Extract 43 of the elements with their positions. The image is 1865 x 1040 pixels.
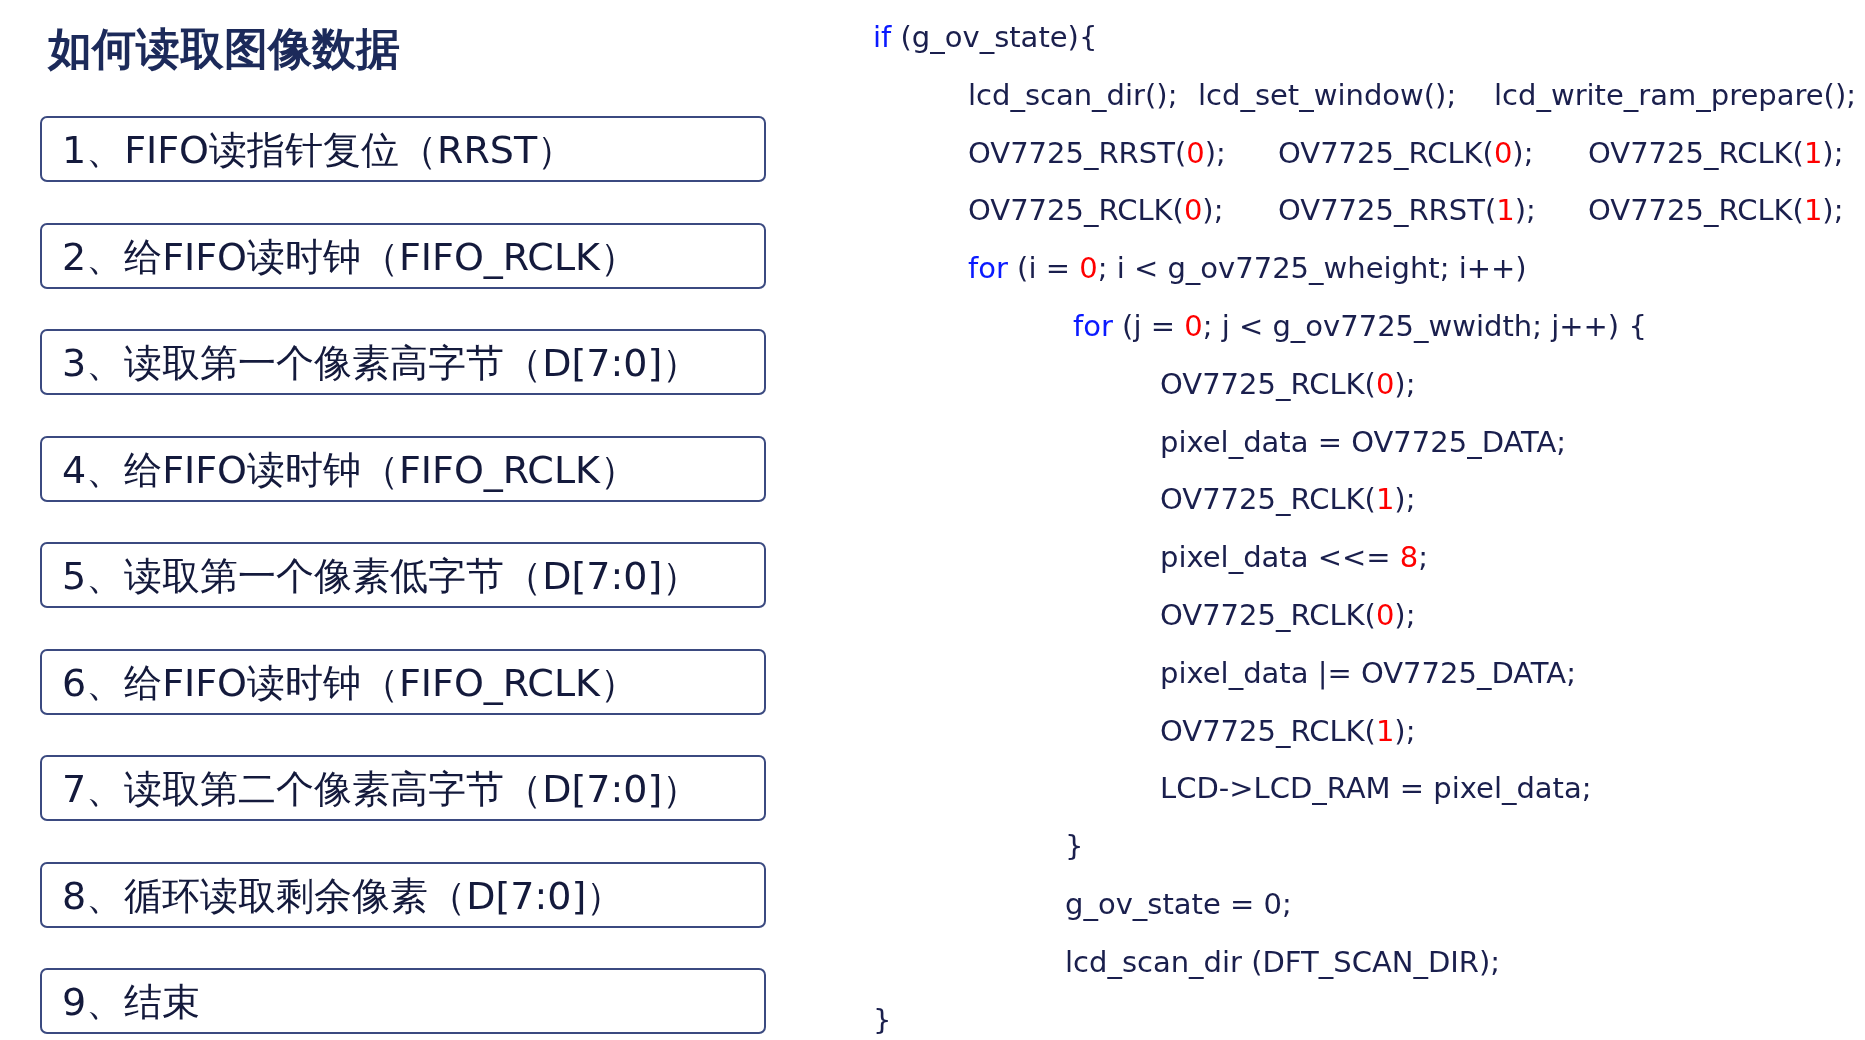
code-line: g_ov_state = 0; [1065,887,1292,921]
step-text: 6、给FIFO读时钟（FIFO_RCLK） [62,659,638,707]
step-box [40,542,766,608]
code-line: OV7725_RCLK(1); [1588,135,1844,170]
code-line: } [1065,829,1084,864]
step-box [40,968,766,1034]
code-line: OV7725_RCLK(0); [1160,598,1416,632]
code-line: for (j = 0; j < g_ov7725_wwidth; j++) { [1073,309,1647,343]
step-text: 4、给FIFO读时钟（FIFO_RCLK） [62,446,638,494]
step-box [40,435,766,502]
step-box [40,116,766,182]
code-line: lcd_scan_dir (DFT_SCAN_DIR); [1065,944,1501,979]
code-line: LCD->LCD_RAM = pixel_data; [1160,771,1592,806]
code-line: OV7725_RCLK(1); [1160,482,1416,517]
code-line: OV7725_RCLK(0); [968,193,1224,228]
step-text: 2、给FIFO读时钟（FIFO_RCLK） [62,233,638,281]
step-text: 5、读取第一个像素低字节（D[7:0]） [62,553,701,600]
code-line: OV7725_RCLK(0); [1160,366,1416,401]
code-line: OV7725_RRST(1); [1278,193,1536,228]
step-box [40,222,766,289]
code-line: lcd_scan_dir(); [968,77,1178,112]
code-line: lcd_set_window(); [1198,77,1457,112]
code-line: OV7725_RCLK(1); [1588,193,1844,228]
step-box [40,755,766,821]
code-line: pixel_data <<= 8; [1160,540,1429,575]
step-box [40,861,766,928]
slide-title: 如何读取图像数据 [48,22,400,76]
step-text: 7、读取第二个像素高字节（D[7:0]） [62,766,701,813]
step-box [40,329,766,395]
step-text: 1、FIFO读指针复位（RRST） [62,127,576,174]
step-text: 8、循环读取剩余像素（D[7:0]） [62,872,625,920]
step-text: 3、读取第一个像素高字节（D[7:0]） [62,340,701,387]
code-line: OV7725_RCLK(0); [1278,135,1534,170]
step-text: 9、结束 [62,979,201,1026]
code-line: lcd_write_ram_prepare(); [1494,77,1856,112]
code-line: pixel_data |= OV7725_DATA; [1160,655,1576,690]
code-line: OV7725_RRST(0); [968,135,1226,170]
code-line: pixel_data = OV7725_DATA; [1160,424,1567,459]
code-line: } [873,1002,892,1037]
code-line: for (i = 0; i < g_ov7725_wheight; i++) [968,251,1527,286]
code-line: OV7725_RCLK(1); [1160,713,1416,748]
code-line: if (g_ov_state){ [873,20,1098,54]
step-box [40,648,766,715]
